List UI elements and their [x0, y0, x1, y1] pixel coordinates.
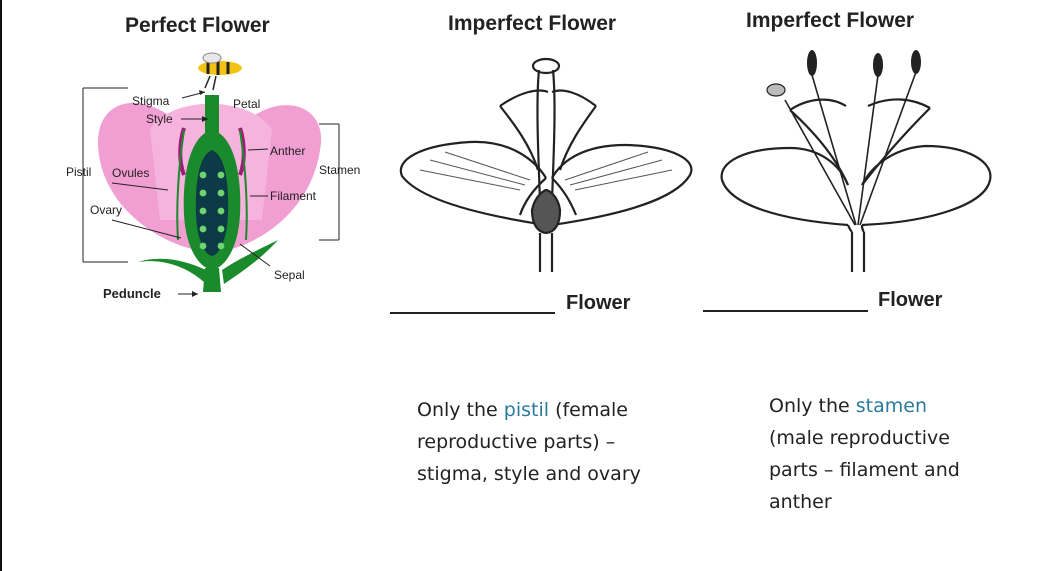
female-flower-drawing	[399, 57, 693, 272]
label-pistil: Pistil	[66, 165, 92, 179]
male-flower-drawing	[720, 98, 992, 272]
female-caption-highlight: pistil	[503, 399, 550, 421]
female-flower-label: Flower	[566, 292, 631, 314]
male-caption-pre: Only the	[769, 395, 856, 417]
perfect-flower-title: Perfect Flower	[125, 14, 270, 37]
peduncle-stalk	[203, 268, 221, 292]
female-blank-line	[390, 312, 555, 314]
label-filament: Filament	[270, 189, 317, 203]
label-ovary: Ovary	[90, 203, 123, 217]
female-caption: Only the pistil (female reproductive par…	[417, 394, 687, 490]
label-petal: Petal	[233, 97, 261, 111]
window-edge	[0, 0, 2, 571]
imperfect-flower-male-title: Imperfect Flower	[746, 9, 915, 32]
label-stamen: Stamen	[319, 163, 361, 177]
female-caption-pre: Only the	[417, 399, 504, 421]
female-caption-rest: (female reproductive parts) – stigma, st…	[417, 399, 641, 485]
label-ovules: Ovules	[112, 166, 150, 180]
male-flower-label: Flower	[878, 289, 943, 311]
label-style: Style	[146, 112, 173, 126]
label-anther: Anther	[270, 144, 306, 158]
male-blank-line	[703, 310, 868, 312]
imperfect-flower-female-title: Imperfect Flower	[448, 12, 617, 35]
label-peduncle: Peduncle	[103, 286, 161, 301]
label-stigma: Stigma	[132, 94, 170, 108]
sepal-right	[222, 240, 278, 284]
male-caption-rest: (male reproductive parts – filament and …	[769, 427, 960, 513]
bee-icon	[198, 52, 242, 91]
style-stalk	[205, 95, 219, 140]
sepal-left	[138, 258, 206, 282]
male-caption: Only the stamen (male reproductive parts…	[769, 390, 969, 518]
label-sepal: Sepal	[274, 268, 305, 282]
male-caption-highlight: stamen	[855, 395, 928, 417]
